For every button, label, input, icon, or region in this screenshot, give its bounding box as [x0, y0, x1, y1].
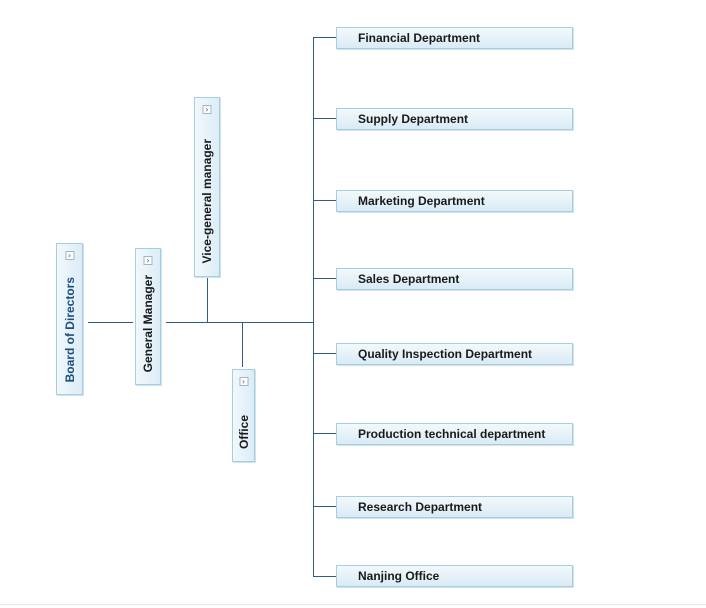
connector-branch-production — [313, 433, 336, 434]
department-label: Sales Department — [358, 272, 460, 286]
department-label: Supply Department — [358, 112, 469, 126]
department-label: Production technical department — [358, 427, 546, 441]
office-label: Office — [236, 414, 251, 449]
office-node[interactable]: › Office — [232, 369, 255, 462]
connector-branch-nanjing — [313, 576, 336, 577]
department-sales[interactable]: Sales Department — [336, 268, 573, 290]
expand-chevron-icon[interactable]: › — [143, 256, 153, 265]
department-nanjing-office[interactable]: Nanjing Office — [336, 565, 573, 587]
connector-department-trunk — [313, 37, 314, 577]
department-research[interactable]: Research Department — [336, 496, 573, 518]
department-label: Marketing Department — [358, 194, 485, 208]
connector-office-drop — [242, 322, 243, 367]
connector-board-to-gm — [88, 322, 133, 323]
connector-branch-research — [313, 506, 336, 507]
connector-branch-marketing — [313, 200, 336, 201]
department-label: Nanjing Office — [358, 569, 440, 583]
vice-general-manager-node[interactable]: › Vice-general manager — [194, 97, 220, 277]
connector-gm-to-trunk — [166, 322, 314, 323]
bottom-divider — [0, 604, 706, 605]
department-quality-inspection[interactable]: Quality Inspection Department — [336, 343, 573, 365]
department-label: Quality Inspection Department — [358, 347, 533, 361]
department-marketing[interactable]: Marketing Department — [336, 190, 573, 212]
department-supply[interactable]: Supply Department — [336, 108, 573, 130]
general-manager-label: General Manager — [141, 274, 155, 372]
department-label: Financial Department — [358, 31, 481, 45]
connector-branch-sales — [313, 278, 336, 279]
connector-branch-supply — [313, 118, 336, 119]
board-of-directors-node[interactable]: › Board of Directors — [56, 243, 83, 395]
connector-branch-financial — [313, 37, 336, 38]
department-production-technical[interactable]: Production technical department — [336, 423, 573, 445]
board-of-directors-label: Board of Directors — [62, 276, 77, 382]
connector-branch-quality — [313, 353, 336, 354]
connector-vice-drop — [207, 277, 208, 323]
expand-chevron-icon[interactable]: › — [65, 251, 74, 260]
vice-general-manager-label: Vice-general manager — [200, 139, 214, 264]
expand-chevron-icon[interactable]: › — [202, 105, 212, 114]
general-manager-node[interactable]: › General Manager — [135, 248, 161, 385]
department-financial[interactable]: Financial Department — [336, 27, 573, 49]
expand-chevron-icon[interactable]: › — [239, 377, 248, 386]
department-label: Research Department — [358, 500, 483, 514]
